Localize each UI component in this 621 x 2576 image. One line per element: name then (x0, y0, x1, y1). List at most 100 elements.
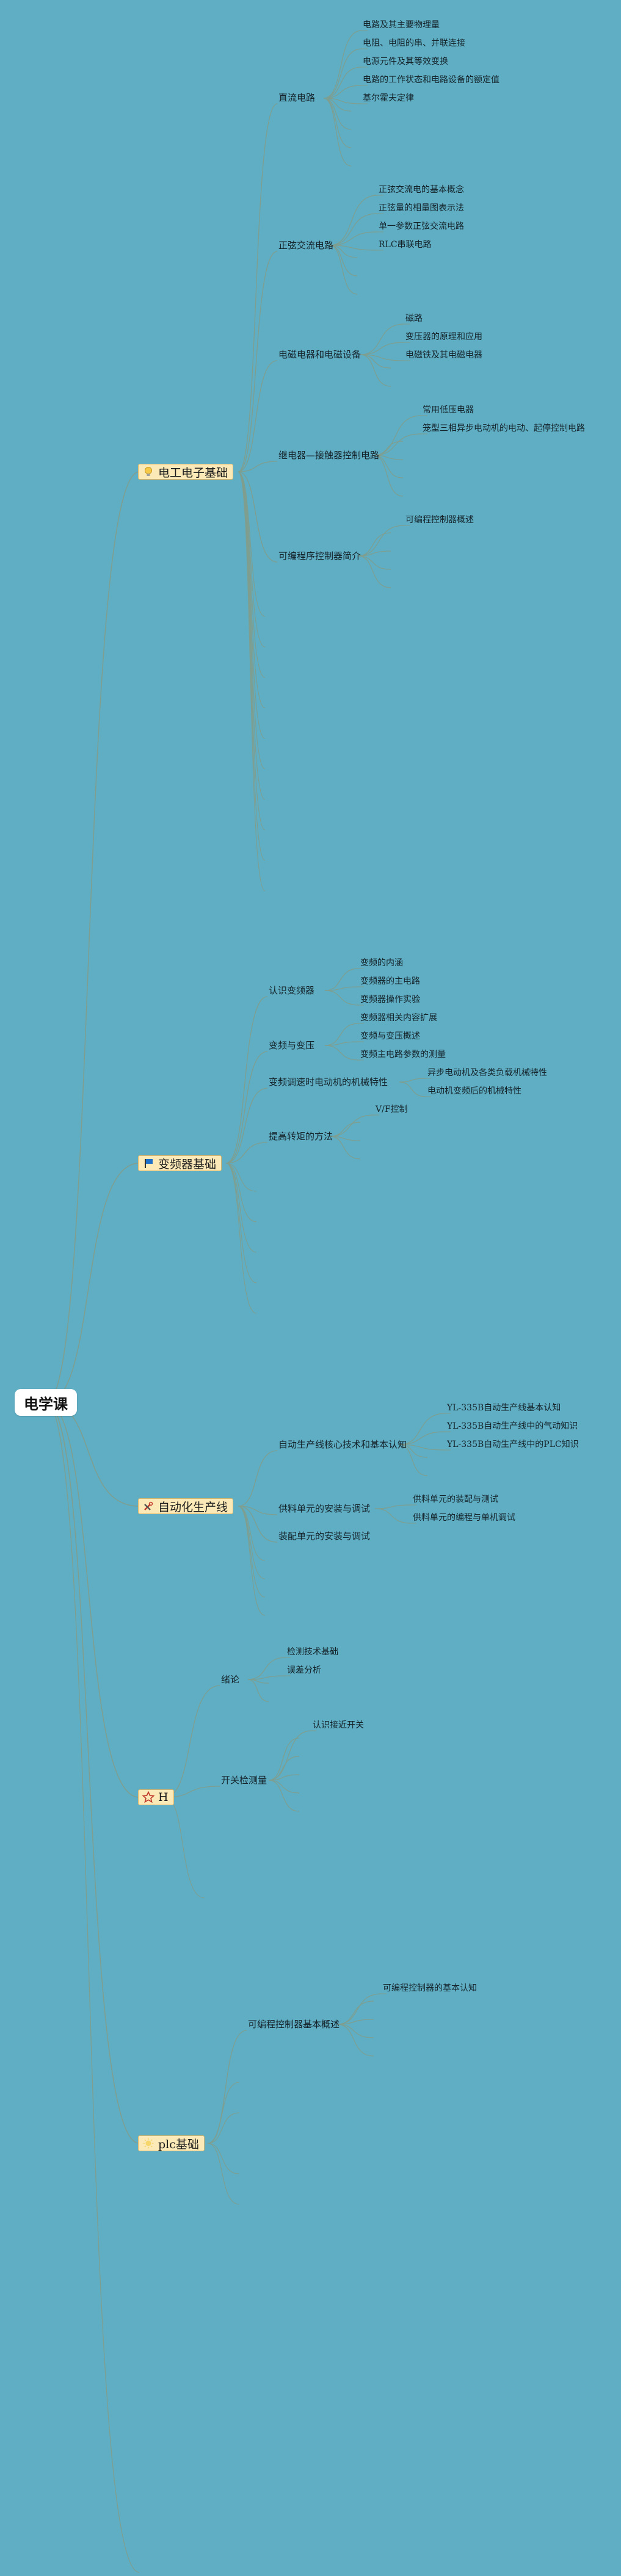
branch-label: H (158, 1791, 169, 1804)
connector-line (268, 1737, 300, 1781)
topic-know-inverter[interactable]: 认识变频器 (269, 985, 315, 996)
connector-line (324, 1045, 360, 1061)
tools-icon (142, 1500, 154, 1512)
connector-line (323, 48, 362, 99)
leaf[interactable]: 电源元件及其等效变换 (363, 57, 448, 67)
connector-line (324, 986, 360, 991)
leaf[interactable]: 变频的内涵 (360, 958, 403, 968)
connector-line (324, 1041, 360, 1046)
leaf[interactable]: 可编程控制器概述 (405, 515, 474, 525)
connector-line (238, 461, 278, 472)
topic-relay-contactor[interactable]: 继电器—接触器控制电路 (278, 450, 380, 461)
branch-h[interactable]: H (138, 1789, 174, 1805)
connector-line (399, 1078, 427, 1083)
leaf[interactable]: 变频主电路参数的测量 (360, 1050, 446, 1059)
connector-line (46, 1402, 140, 2144)
connector-line (323, 98, 352, 130)
topic-assembly-unit[interactable]: 装配单元的安装与调试 (278, 1531, 371, 1542)
leaf[interactable]: 异步电动机及各类负载机械特性 (427, 1068, 547, 1078)
topic-ac-circuit[interactable]: 正弦交流电路 (278, 240, 334, 251)
connector-line (329, 1122, 361, 1137)
branch-automation-line[interactable]: 自动化生产线 (138, 1498, 234, 1514)
leaf[interactable]: 电动机变频后的机械特性 (427, 1086, 521, 1096)
connector-line (238, 1506, 266, 1616)
branch-plc-basics[interactable]: plc基础 (138, 2135, 205, 2151)
connector-line (247, 1675, 286, 1680)
leaf[interactable]: 变频器的主电路 (360, 976, 420, 986)
leaf[interactable]: 单一参数正弦交流电路 (379, 222, 464, 231)
connector-line (399, 1413, 446, 1445)
leaf[interactable]: 电路及其主要物理量 (363, 20, 440, 30)
connector-line (323, 98, 352, 167)
connector-line (329, 1136, 361, 1160)
leaf[interactable]: 常用低压电器 (423, 405, 474, 415)
connector-line (324, 990, 360, 1006)
leaf[interactable]: YL-335B自动生产线中的气动知识 (447, 1421, 578, 1431)
topic-switch-detection[interactable]: 开关检测量 (221, 1775, 267, 1786)
leaf[interactable]: 变频器相关内容扩展 (360, 1013, 437, 1023)
connector-line (225, 1088, 268, 1164)
connector-line (268, 1780, 300, 1812)
leaf[interactable]: 笼型三相异步电动机的电动、起停控制电路 (423, 424, 585, 433)
leaf[interactable]: YL-335B自动生产线基本认知 (447, 1403, 561, 1413)
leaf[interactable]: 变频与变压概述 (360, 1031, 420, 1041)
topic-dc-circuit[interactable]: 直流电路 (278, 92, 316, 103)
connector-line (360, 354, 391, 369)
leaf[interactable]: 认识接近开关 (313, 1720, 364, 1730)
connector-line (46, 471, 140, 1403)
connector-line (238, 1450, 278, 1507)
connector-line (268, 1780, 300, 1794)
leaf[interactable]: 检测技术基础 (287, 1647, 338, 1657)
branch-inverter-basics[interactable]: 变频器基础 (138, 1155, 222, 1171)
connector-line (238, 471, 278, 563)
leaf[interactable]: 基尔霍夫定律 (363, 93, 414, 103)
leaf[interactable]: 可编程控制器的基本认知 (383, 1983, 477, 1993)
topic-feeding-unit[interactable]: 供料单元的安装与调试 (278, 1503, 371, 1514)
branch-label: 自动化生产线 (158, 1500, 228, 1514)
leaf[interactable]: V/F控制 (376, 1105, 408, 1114)
topic-core-tech[interactable]: 自动生产线核心技术和基本认知 (278, 1439, 407, 1450)
connector-line (247, 1657, 286, 1680)
connector-line (373, 441, 404, 456)
leaf[interactable]: 正弦量的相量图表示法 (379, 203, 464, 213)
topic-plc-intro[interactable]: 可编程序控制器简介 (278, 550, 361, 561)
connector-line (360, 354, 391, 387)
leaf[interactable]: YL-335B自动生产线中的PLC知识 (447, 1440, 579, 1449)
leaf[interactable]: 磁路 (405, 314, 423, 323)
leaf[interactable]: RLC串联电路 (379, 240, 432, 250)
topic-freq-voltage[interactable]: 变频与变压 (269, 1040, 315, 1051)
connector-line (329, 1114, 375, 1137)
connector-line (46, 1163, 140, 1403)
root-node[interactable]: 电学课 (15, 1389, 77, 1416)
connector-line (268, 1730, 312, 1781)
leaf[interactable]: 电磁铁及其电磁电器 (405, 350, 482, 360)
leaf[interactable]: 供料单元的编程与单机调试 (413, 1513, 515, 1523)
leaf[interactable]: 变压器的原理和应用 (405, 332, 482, 342)
connector-line (329, 245, 378, 251)
topic-electromagnetic[interactable]: 电磁电器和电磁设备 (278, 349, 361, 360)
branch-electrical-basics[interactable]: 电工电子基础 (138, 464, 234, 480)
connector-line (268, 1774, 300, 1781)
connector-line (329, 195, 378, 246)
topic-plc-overview[interactable]: 可编程控制器基本概述 (248, 2019, 340, 2030)
connector-line (225, 1163, 257, 1222)
topic-introduction[interactable]: 绪论 (221, 1674, 240, 1685)
connector-line (399, 1431, 446, 1445)
topic-motor-mechanics[interactable]: 变频调速时电动机的机械特性 (269, 1077, 388, 1088)
leaf[interactable]: 正弦交流电的基本概念 (379, 185, 464, 195)
connector-line (164, 1797, 205, 1899)
leaf[interactable]: 电阻、电阻的串、并联连接 (363, 38, 465, 48)
leaf[interactable]: 供料单元的装配与测试 (413, 1495, 498, 1504)
star-icon (142, 1791, 154, 1803)
connector-line (324, 1023, 360, 1046)
connector-line (207, 2112, 240, 2144)
connector-line (373, 455, 404, 478)
branch-label: 电工电子基础 (158, 466, 228, 480)
connector-line (336, 2001, 374, 2025)
topic-torque-boost[interactable]: 提高转矩的方法 (269, 1131, 333, 1142)
leaf[interactable]: 变频器操作实验 (360, 995, 420, 1005)
leaf[interactable]: 误差分析 (287, 1665, 321, 1675)
connector-line (238, 360, 278, 472)
leaf[interactable]: 电路的工作状态和电路设备的额定值 (363, 75, 499, 85)
